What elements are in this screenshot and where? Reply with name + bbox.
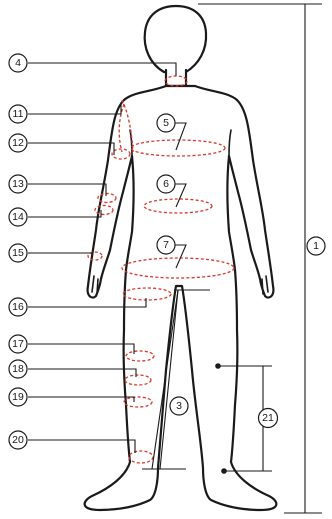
callout-19: 19 [9,388,27,406]
leader-14 [28,210,101,217]
leader-13 [28,184,106,196]
svg-text:13: 13 [12,178,24,190]
leader-11 [28,104,121,114]
leader-15 [28,253,92,258]
svg-text:4: 4 [15,57,21,69]
callout-16: 16 [9,298,27,316]
svg-text:6: 6 [163,178,169,190]
leader-17 [28,344,134,354]
svg-text:18: 18 [12,363,24,375]
callout-6: 6 [157,175,175,193]
leader-20 [28,440,135,453]
svg-text:20: 20 [12,434,24,446]
callout-17: 17 [9,335,27,353]
callout-4: 4 [9,54,27,72]
callout-11: 11 [9,105,27,123]
callout-14: 14 [9,208,27,226]
svg-text:19: 19 [12,391,24,403]
svg-text:15: 15 [12,247,24,259]
dim21-bottom-dot [221,468,227,474]
callout-20: 20 [9,431,27,449]
svg-text:3: 3 [176,400,182,412]
svg-text:11: 11 [13,108,24,120]
head-outline [145,6,206,72]
callout-15: 15 [9,244,27,262]
callout-13: 13 [9,175,27,193]
callout-12: 12 [9,134,27,152]
callout-1: 1 [307,237,325,255]
leader-19 [28,397,134,402]
svg-text:14: 14 [12,211,24,223]
svg-text:12: 12 [12,137,24,149]
svg-text:1: 1 [313,240,319,252]
callout-18: 18 [9,360,27,378]
callout-7: 7 [157,236,175,254]
callout-5: 5 [157,114,175,132]
callout-3: 3 [170,397,188,415]
callout-21: 21 [259,409,278,428]
svg-text:17: 17 [12,338,24,350]
svg-text:21: 21 [262,412,274,424]
svg-text:16: 16 [12,301,24,313]
leader-12 [28,143,114,155]
body-silhouette [85,86,277,510]
svg-text:7: 7 [163,239,169,251]
svg-text:5: 5 [163,117,169,129]
dim21-top-dot [215,363,221,369]
leader-18 [28,369,136,377]
